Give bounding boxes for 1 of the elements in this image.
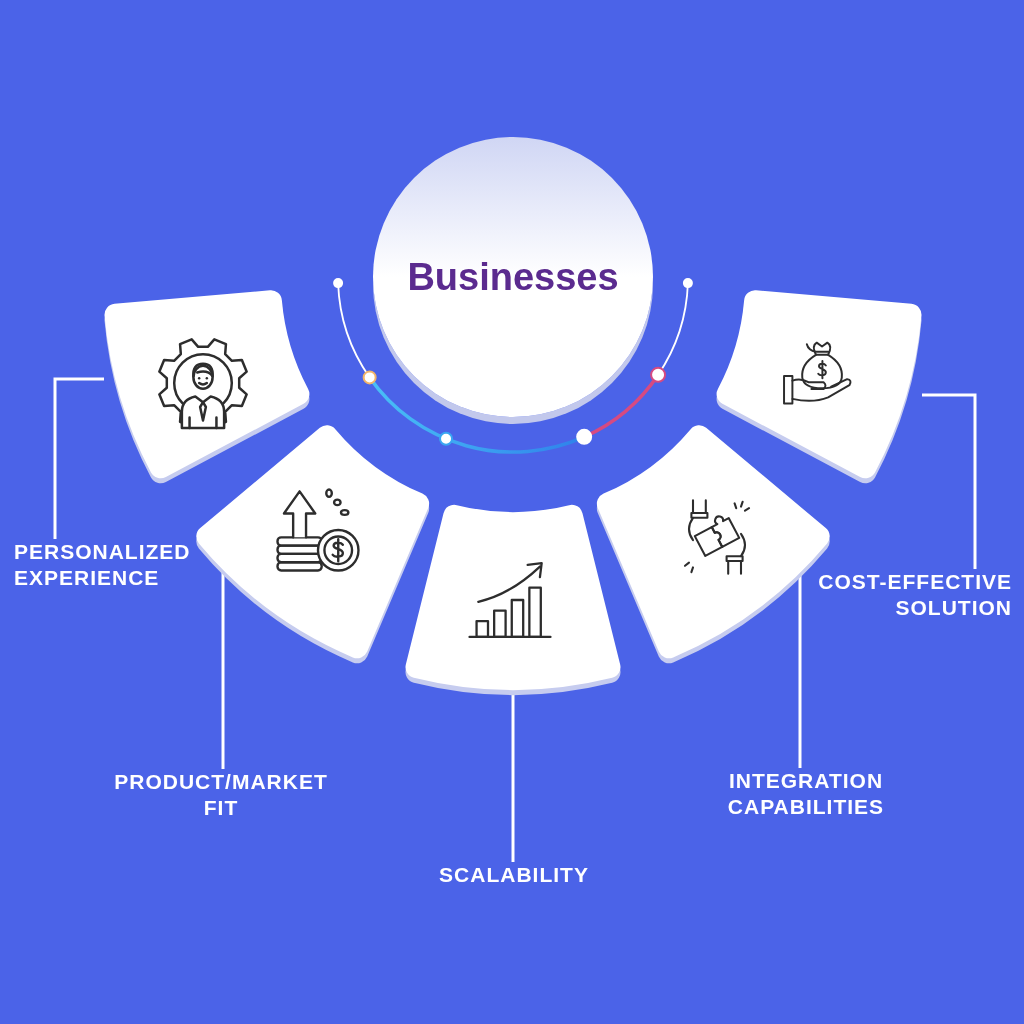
circle-title: Businesses <box>407 255 619 300</box>
